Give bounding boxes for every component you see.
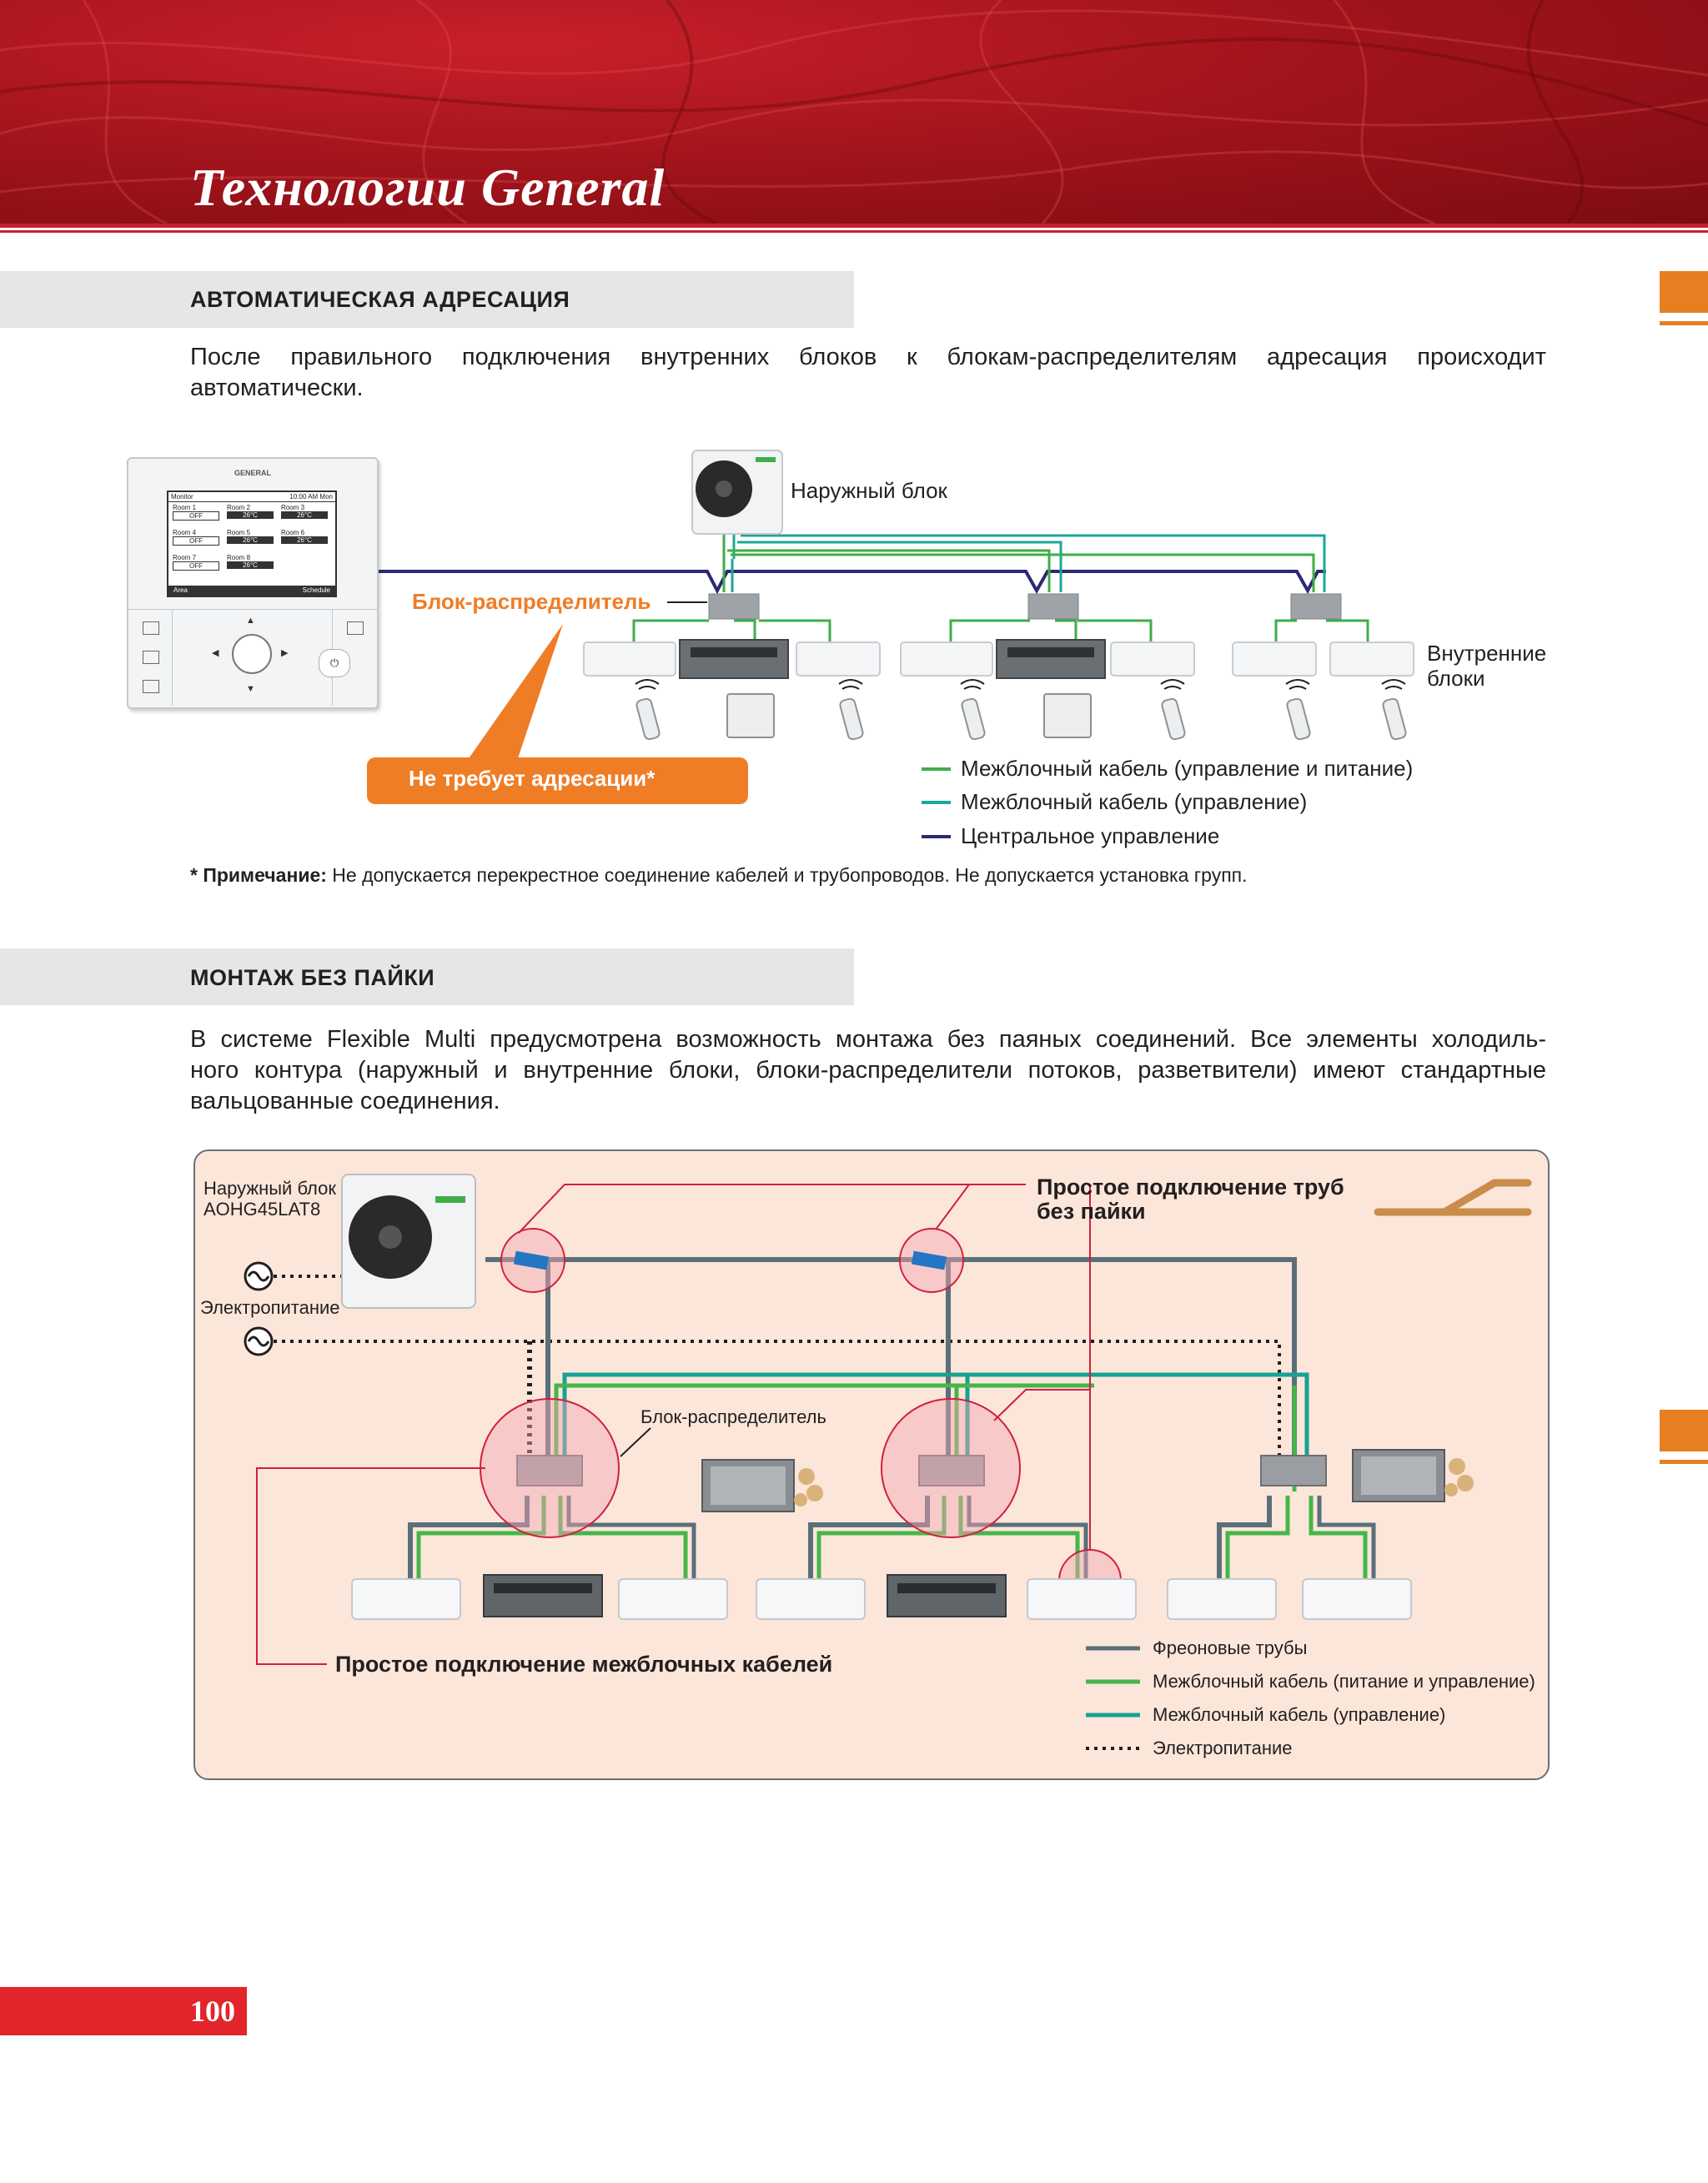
legend-label: Межблочный кабель (управление) (961, 789, 1308, 814)
section-title: МОНТАЖ БЕЗ ПАЙКИ (190, 965, 435, 990)
controller-brand: GENERAL (234, 469, 271, 477)
distributor-box (918, 1455, 985, 1486)
paragraph-line: автоматически. (190, 375, 364, 401)
banner-texture (0, 0, 1708, 224)
side-tab-line (1660, 1460, 1708, 1464)
branch-joint-icon (1374, 1179, 1532, 1216)
power-source-icon (244, 1261, 274, 1356)
section-header-bar (0, 271, 854, 328)
screen-footer: Area Schedule (168, 586, 335, 596)
indoor-units (583, 639, 1414, 679)
footnote-text: Не допускается перекрестное соединение к… (326, 864, 1248, 886)
paragraph-line: вальцованные соединения. (190, 1088, 500, 1114)
no-addressing-callout: Не требует адресации* (409, 766, 656, 791)
indoor-units (351, 1574, 1412, 1620)
distributor-box (516, 1455, 583, 1486)
legend-label: Межблочный кабель (питание и управление) (1153, 1671, 1535, 1692)
indoor-units-label: блоки (1427, 666, 1485, 691)
legend-label: Фреоновые трубы (1153, 1637, 1308, 1658)
paragraph-line: В системе Flexible Multi предусмотрена в… (190, 1026, 1546, 1053)
callout-box (367, 757, 748, 804)
power-supply-lines (274, 1275, 1281, 1458)
addressing-diagram (367, 450, 1414, 838)
controller-side-button (143, 680, 159, 693)
page-number-tab: 100 (0, 1987, 247, 2035)
pipes-callout: без пайки (1037, 1199, 1146, 1224)
dpad-right-icon: ▶ (281, 648, 289, 658)
cables-callout: Простое подключение межблочных кабелей (335, 1652, 833, 1677)
distributor-box (708, 593, 760, 620)
outdoor-unit-label: Наружный блок (791, 478, 947, 503)
page-number: 100 (190, 1994, 235, 2028)
footnote: * Примечание: Не допускается перекрестно… (190, 864, 1248, 887)
distributor-label: Блок-распределитель (640, 1406, 826, 1427)
legend-label: Межблочный кабель (управление) (1153, 1704, 1446, 1725)
control-cables (562, 1372, 1309, 1460)
outdoor-unit-model: AOHG45LAT8 (203, 1199, 321, 1220)
legend-label: Центральное управление (961, 823, 1220, 848)
side-tab (1660, 1410, 1708, 1451)
header-rule-thin (0, 230, 1708, 233)
power-supply-label: Электропитание (200, 1297, 340, 1318)
wireless-signal-icons (635, 679, 1406, 690)
flare-fitting-icon (513, 1250, 550, 1270)
outdoor-unit-label: Наружный блок (203, 1178, 336, 1199)
pipes-callout: Простое подключение труб (1037, 1174, 1344, 1200)
distributor-unit-icon (1352, 1449, 1474, 1502)
header-banner: Технологии General (0, 0, 1708, 224)
indoor-units-label: Внутренние (1427, 641, 1547, 666)
central-control-lines (377, 570, 1326, 595)
paragraph-line: После правильного подключения внутренних… (190, 344, 1546, 370)
paragraph-line: ного контура (наружный и внутренние блок… (190, 1057, 1546, 1084)
power-control-cables (416, 1383, 1368, 1583)
header-rule (0, 224, 1708, 228)
remote-controls (635, 693, 1407, 741)
dpad-left-icon: ◀ (212, 648, 219, 658)
dpad-down-icon: ▼ (246, 684, 255, 694)
side-tab (1660, 271, 1708, 313)
controller-side-button (347, 621, 364, 635)
outdoor-unit-icon (341, 1174, 476, 1309)
legend-label: Электропитание (1153, 1738, 1293, 1758)
outdoor-unit-icon (691, 450, 783, 535)
power-button-icon: ⏻ (319, 649, 350, 677)
legend-label: Межблочный кабель (управление и питание) (961, 756, 1414, 781)
flare-connection-diagram (244, 1174, 1532, 1750)
control-cable-lines (731, 521, 1326, 592)
callout-leaders (256, 1184, 1091, 1665)
controller-side-button (143, 651, 159, 664)
dpad-up-icon: ▲ (246, 616, 255, 626)
distributor-box (1027, 593, 1079, 620)
controller-side-button (143, 621, 159, 635)
screen-time: 10:00 AM Mon (289, 493, 333, 500)
callout-pointer (467, 624, 563, 761)
dpad-ok-button (232, 634, 272, 674)
distributor-box (1260, 1455, 1327, 1486)
section-title: АВТОМАТИЧЕСКАЯ АДРЕСАЦИЯ (190, 287, 570, 312)
side-tab-line (1660, 321, 1708, 325)
section-header-bar (0, 948, 854, 1005)
screen-title: Monitor (171, 493, 193, 500)
footnote-label: * Примечание: (190, 864, 327, 886)
page-header-title: Технологии General (190, 158, 666, 217)
flare-fitting-icon (911, 1250, 947, 1270)
power-control-cable-lines (632, 524, 1369, 642)
distributor-unit-icon (701, 1459, 823, 1512)
distributor-box (1290, 593, 1342, 620)
distributor-label: Блок-распределитель (412, 589, 651, 614)
